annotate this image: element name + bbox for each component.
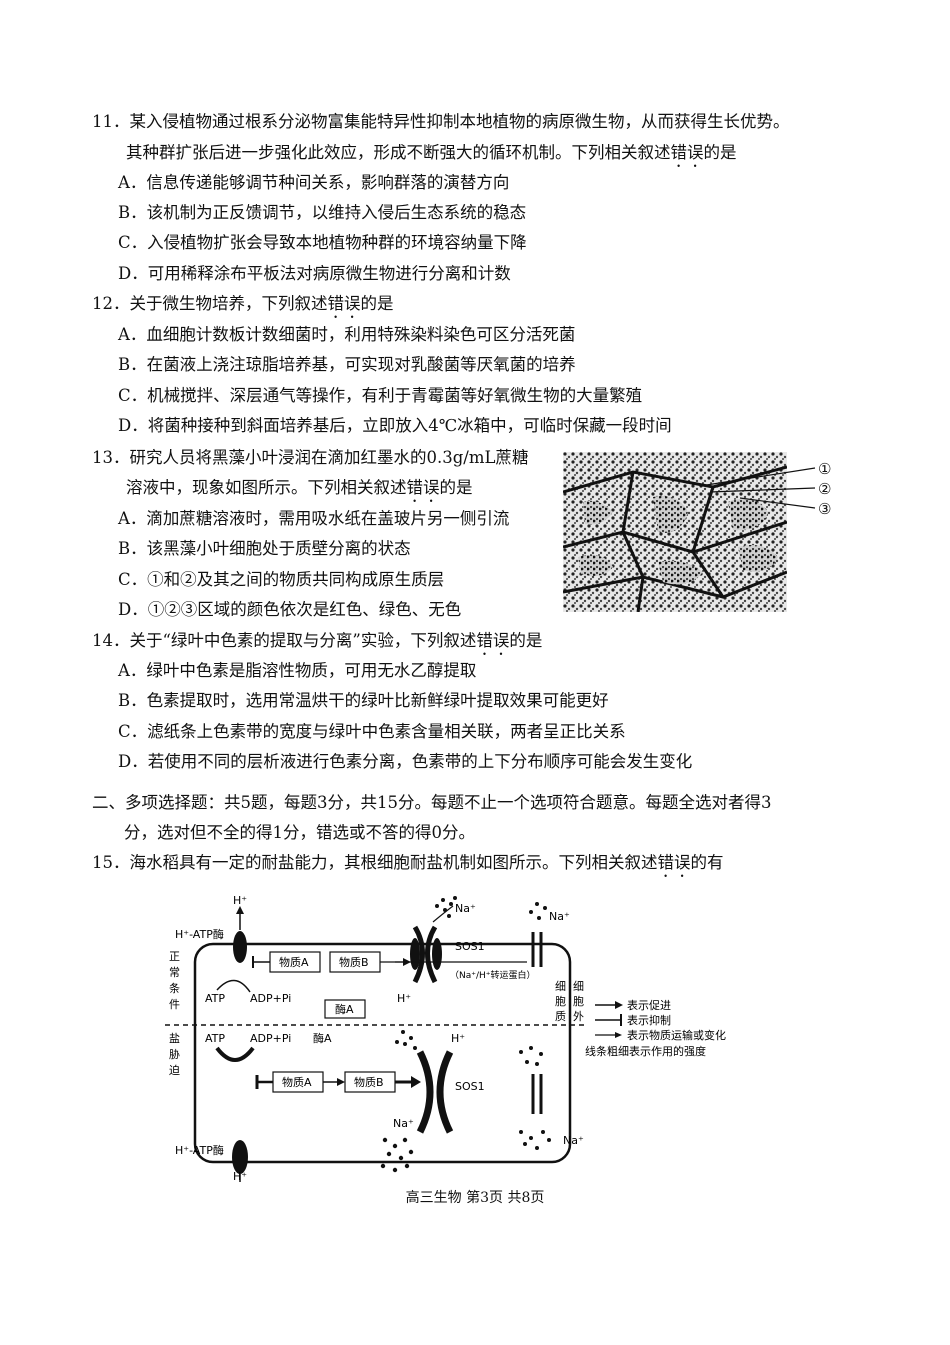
svg-text:盐: 盐 [169, 1032, 180, 1045]
legend-transport: 表示物质运输或变化 [627, 1028, 726, 1042]
emphasis-wrong: 错误 [476, 631, 510, 650]
q11-stem-line2: 其种群扩张后进一步强化此效应，形成不断强大的循环机制。下列相关叙述错误的是 [126, 143, 737, 162]
q13-option-a: A．滴加蔗糖溶液时，需用吸水纸在盖玻片另一侧引流 [118, 509, 510, 528]
svg-text:细: 细 [555, 980, 566, 993]
na-dots-bottom-inside [395, 1030, 417, 1050]
sos1-top [410, 925, 442, 984]
adp-label-bottom: ADP+Pi [250, 1032, 291, 1045]
micrograph-pointer-lines [700, 467, 816, 509]
q13-option-d: D．①②③区域的颜色依次是红色、绿色、无色 [118, 600, 462, 619]
svg-text:物质A: 物质A [282, 1075, 312, 1089]
outside-label: 细 胞 外 [573, 980, 584, 1023]
label-3: ③ [818, 500, 832, 518]
legend: 表示促进 表示抑制 表示物质运输或变化 线条粗细表示作用的强度 [585, 998, 726, 1058]
sos1-note: （Na⁺/H⁺转运蛋白） [450, 969, 536, 981]
enzyme-a-box [324, 999, 366, 1019]
h-plus-bottom: H⁺ [233, 1170, 247, 1182]
atp-label-bottom: ATP [205, 1032, 225, 1045]
label-2: ② [818, 480, 832, 498]
emphasis-wrong: 错误 [327, 294, 361, 313]
q11-option-d: D．可用稀释涂布平板法对病原微生物进行分离和计数 [118, 264, 511, 283]
svg-text:胁: 胁 [169, 1047, 180, 1061]
emphasis-wrong: 错误 [406, 478, 440, 497]
q12-option-d: D．将菌种接种到斜面培养基后，立即放入4℃冰箱中，可临时保藏一段时间 [118, 416, 672, 435]
q14-option-d: D．若使用不同的层析液进行色素分离，色素带的上下分布顺序可能会发生变化 [118, 752, 693, 771]
emphasis-wrong: 错误 [670, 143, 704, 162]
q12-option-a: A．血细胞计数板计数细菌时，利用特殊染料染色可区分活死菌 [118, 325, 576, 344]
q11-stem-line1: 11．某入侵植物通过根系分泌物富集能特异性抑制本地植物的病原微生物，从而获得生长… [92, 112, 790, 131]
h-atpase-label-top: H⁺-ATP酶 [175, 928, 224, 941]
svg-text:物质B: 物质B [339, 955, 369, 969]
q13-stem-line2: 溶液中，现象如图所示。下列相关叙述错误的是 [126, 478, 473, 497]
salt-stress-label: 盐 胁 迫 [169, 1032, 180, 1077]
q13-option-c: C．①和②及其之间的物质共同构成原生质层 [118, 570, 445, 589]
h-atpase-label-bottom: H⁺-ATP酶 [175, 1144, 224, 1157]
atp-label-top: ATP [205, 992, 225, 1005]
na-plus-top: Na⁺ [455, 902, 476, 915]
svg-text:件: 件 [169, 998, 180, 1011]
enzyme-a-label-bottom: 酶A [313, 1032, 332, 1045]
q13-option-b: B．该黑藻小叶细胞处于质壁分离的状态 [118, 539, 411, 558]
cytoplasm-label: 细 胞 质 [555, 980, 566, 1023]
section2-heading-line1: 二、多项选择题：共5题，每题3分，共15分。每题不止一个选项符合题意。每题全选对… [92, 793, 772, 812]
svg-text:细: 细 [573, 980, 584, 993]
svg-text:酶A: 酶A [335, 1003, 354, 1016]
svg-text:胞: 胞 [555, 995, 566, 1008]
sos1-bottom [416, 1050, 454, 1134]
svg-text:迫: 迫 [169, 1063, 180, 1077]
svg-text:质: 质 [555, 1010, 566, 1023]
q12-option-c: C．机械搅拌、深层通气等操作，有利于青霉菌等好氧微生物的大量繁殖 [118, 386, 643, 405]
q11-option-a: A．信息传递能够调节种间关系，影响群落的演替方向 [118, 173, 510, 192]
na-plus-bottom-right: Na⁺ [563, 1134, 584, 1147]
h-atpase-bottom [232, 1140, 248, 1174]
legend-inhibit: 表示抑制 [627, 1013, 671, 1027]
legend-thickness: 线条粗细表示作用的强度 [585, 1044, 706, 1058]
q12-stem: 12．关于微生物培养，下列叙述错误的是 [92, 294, 394, 313]
emphasis-wrong: 错误 [657, 853, 691, 872]
na-dots-bottom-left [380, 1137, 414, 1173]
svg-text:物质A: 物质A [279, 955, 309, 969]
na-dots-top [435, 896, 457, 918]
adp-label-top: ADP+Pi [250, 992, 291, 1005]
label-1: ① [818, 460, 832, 478]
q14-option-b: B．色素提取时，选用常温烘干的绿叶比新鲜绿叶提取效果可能更好 [118, 691, 609, 710]
q15-stem: 15．海水稻具有一定的耐盐能力，其根细胞耐盐机制如图所示。下列相关叙述错误的有 [92, 853, 724, 872]
section2-heading-line2: 分，选对但不全的得1分，错选或不答的得0分。 [124, 823, 475, 842]
svg-text:物质B: 物质B [354, 1075, 384, 1089]
q14-option-c: C．滤纸条上色素带的宽度与绿叶中色素含量相关联，两者呈正比关系 [118, 722, 626, 741]
q14-option-a: A．绿叶中色素是脂溶性物质，可用无水乙醇提取 [118, 661, 477, 680]
substance-a-box-top [269, 951, 321, 973]
sos1-label-top: SOS1 [455, 940, 485, 953]
cell-membrane [193, 942, 572, 1164]
na-channel-bottom [531, 1074, 543, 1114]
q14-stem: 14．关于“绿叶中色素的提取与分离”实验，下列叙述错误的是 [92, 631, 543, 650]
h-plus-bottom-sos1: H⁺ [451, 1032, 465, 1045]
svg-text:外: 外 [573, 1010, 584, 1023]
sos1-label-bottom: SOS1 [455, 1080, 485, 1093]
q12-option-b: B．在菌液上浇注琼脂培养基，可实现对乳酸菌等厌氧菌的培养 [118, 355, 576, 374]
svg-text:胞: 胞 [573, 995, 584, 1008]
legend-promote: 表示促进 [627, 998, 671, 1012]
h-plus-top-sos1: H⁺ [397, 992, 411, 1005]
na-dots-bottom-right [519, 1046, 551, 1150]
q11-option-c: C．入侵植物扩张会导致本地植物种群的环境容纳量下降 [118, 233, 527, 252]
h-atpase-top [233, 931, 247, 963]
salt-tolerance-diagram: 正 常 条 件 盐 胁 迫 H⁺ H⁺-ATP酶 物质A 物质B ATP ADP… [165, 894, 726, 1182]
normal-condition-label: 正 常 条 件 [169, 950, 180, 1011]
page-footer: 高三生物 第3页 共8页 [405, 1190, 545, 1206]
h-plus-label: H⁺ [233, 894, 247, 907]
na-plus-top-right: Na⁺ [549, 910, 570, 923]
q11-option-b: B．该机制为正反馈调节，以维持入侵后生态系统的稳态 [118, 203, 527, 222]
na-channel-top [531, 932, 543, 967]
q13-stem-line1: 13．研究人员将黑藻小叶浸润在滴加红墨水的0.3g/mL蔗糖 [92, 448, 529, 467]
svg-text:常: 常 [169, 966, 180, 979]
svg-text:条: 条 [169, 981, 180, 995]
na-plus-bottom: Na⁺ [393, 1117, 414, 1130]
svg-text:正: 正 [169, 950, 180, 963]
